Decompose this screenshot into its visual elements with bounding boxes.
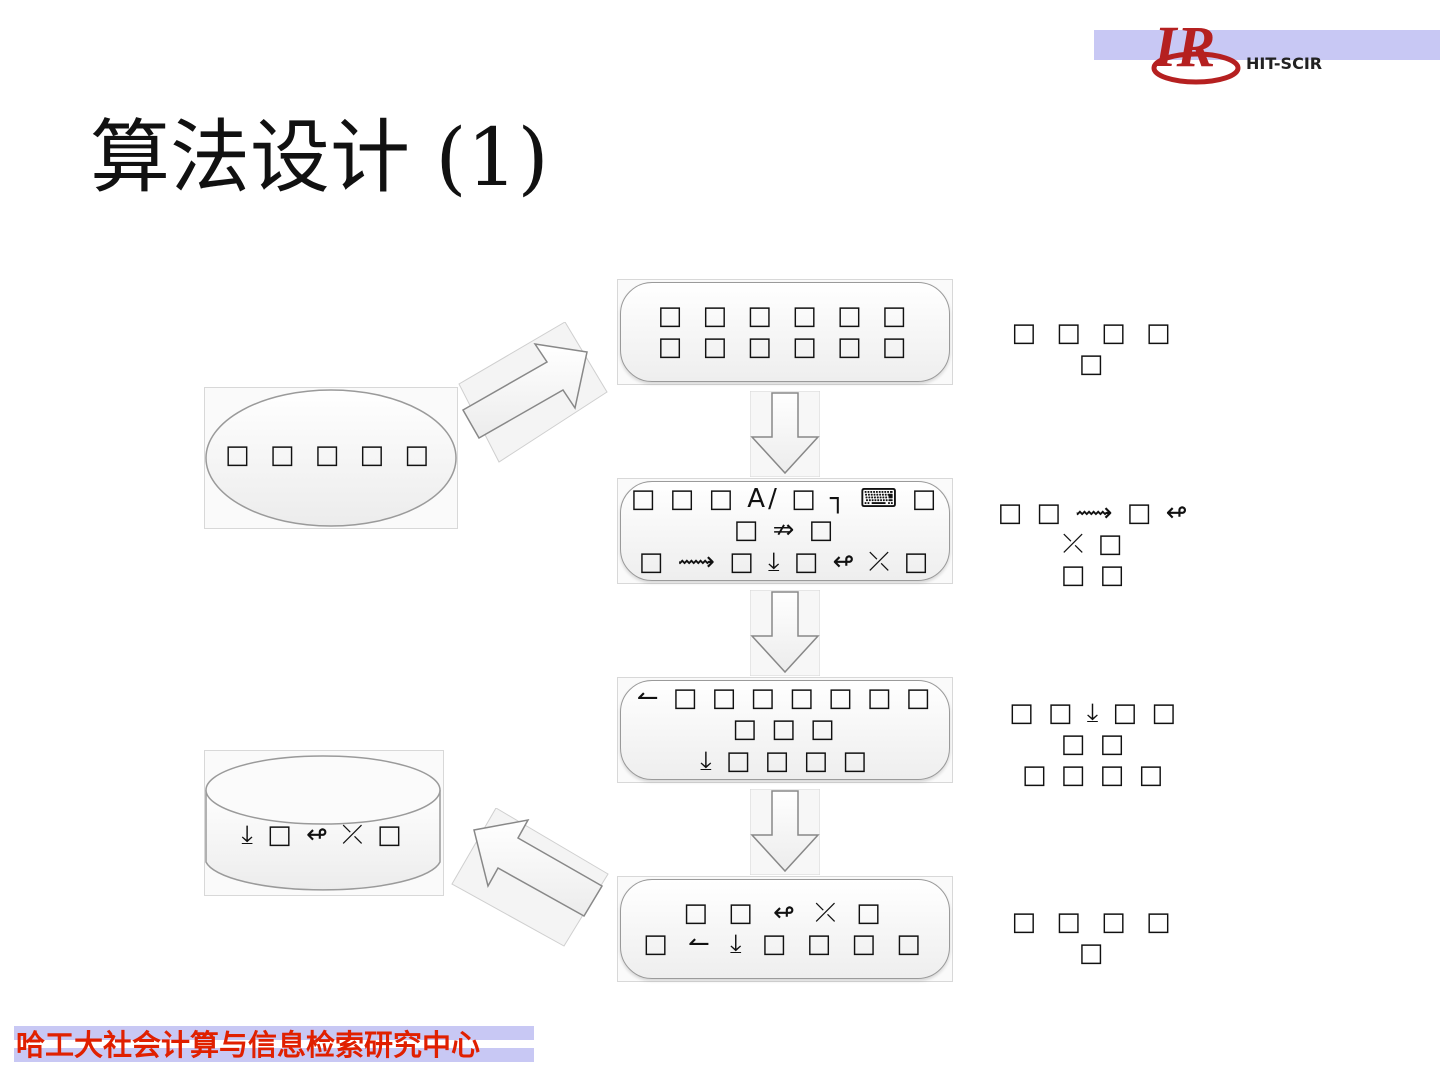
ir-logo-icon: IR: [1151, 14, 1241, 85]
arrow-up-right-icon: [458, 322, 608, 463]
database-label: ⤓ □ ↫ ⤫ □: [241, 820, 405, 850]
flow-step-2-text: □ □ □ A/ □ ┐ ⌨ □ □ ⇏ □ □ ⟿ □ ⤓ □ ↫ ⤫ □: [630, 484, 940, 577]
header-band: [1094, 30, 1440, 60]
side-label-3: □ □ ⤓ □ □ □ □ □ □ □ □: [1009, 698, 1179, 791]
footer-band: [14, 1026, 534, 1040]
source-ellipse-shape: [205, 389, 457, 527]
flow-step-1-text: □ □ □ □ □ □ □ □ □ □ □ □: [657, 300, 913, 362]
arrow-down-icon: [750, 391, 820, 477]
flow-step-4-text: □ □ ↫ ⤫ □ □ ↼ ⤓ □ □ □ □: [643, 897, 927, 959]
flow-step-3: ↼ □ □ □ □ □ □ □ □ □ □ ⤓ □ □ □ □: [620, 680, 950, 780]
arrow-down-icon: [750, 590, 820, 676]
flow-step-3-text: ↼ □ □ □ □ □ □ □ □ □ □ ⤓ □ □ □ □: [636, 683, 934, 776]
svg-text:IR: IR: [1153, 14, 1215, 79]
database-icon: [205, 755, 441, 891]
flow-step-2: □ □ □ A/ □ ┐ ⌨ □ □ ⇏ □ □ ⟿ □ ⤓ □ ↫ ⤫ □: [620, 481, 950, 581]
flow-step-1: □ □ □ □ □ □ □ □ □ □ □ □: [620, 282, 950, 382]
source-label: □ □ □ □ □: [225, 440, 435, 470]
arrow-down-icon: [750, 789, 820, 875]
page-title: 算法设计 (1): [90, 111, 549, 204]
flow-step-4: □ □ ↫ ⤫ □ □ ↼ ⤓ □ □ □ □: [620, 879, 950, 979]
logo-text: HIT-SCIR: [1246, 54, 1323, 73]
side-label-4: □ □ □ □ □: [1011, 907, 1177, 969]
side-label-2: □ □ ⟿ □ ↫ ⤫ □ □ □: [997, 498, 1191, 591]
footer-org-name: 哈工大社会计算与信息检索研究中心: [16, 1030, 481, 1062]
side-label-1: □ □ □ □ □: [1011, 318, 1177, 380]
footer-band: [14, 1048, 534, 1062]
arrow-up-left-icon: [451, 808, 609, 947]
